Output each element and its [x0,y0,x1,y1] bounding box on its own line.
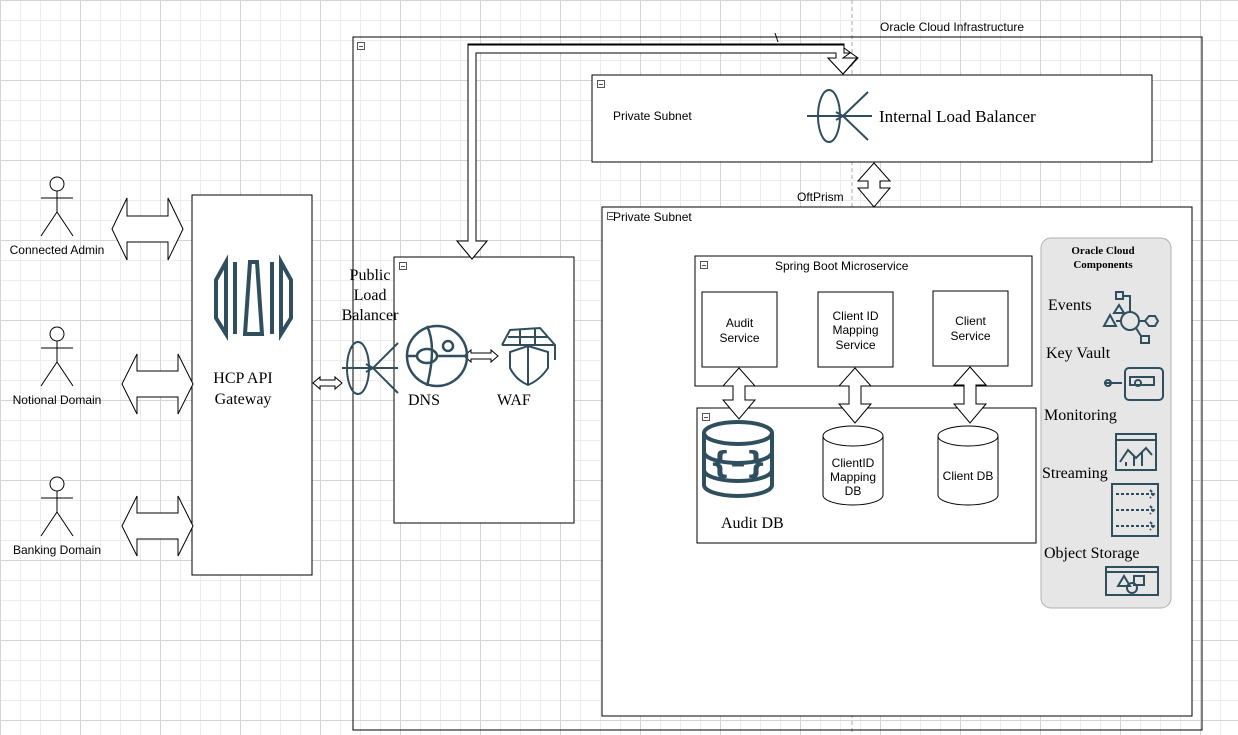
gateway-logo-icon [214,254,293,341]
actor-label: Notional Domain [12,393,102,407]
client-id-mapping-service-line1: Client ID [832,309,879,323]
oracle-component-object-storage: Object Storage [1044,545,1140,562]
actor-notional-domain-icon [40,326,74,387]
key-vault-icon [1104,367,1164,401]
private-subnet-main-label: Private Subnet [613,210,692,224]
actor-banking-domain-icon [40,476,74,537]
collapse-icon[interactable] [357,42,365,50]
oracle-component-key-vault: Key Vault [1046,345,1111,362]
gateway-label-line2: Gateway [214,391,272,408]
client-db-label: Client DB [942,469,994,483]
waf-label: WAF [497,392,531,409]
actor-figures [40,176,74,537]
actor-label: Banking Domain [12,543,102,557]
audit-db-icon: {–} [702,420,774,498]
route-arrow-path [455,44,859,260]
oracle-component-monitoring: Monitoring [1044,407,1117,424]
actor-label: Connected Admin [9,243,105,257]
collapse-icon[interactable] [700,261,708,269]
private-subnet-top-label: Private Subnet [613,109,692,123]
arrow-notional-gateway [121,353,194,415]
collapse-icon[interactable] [702,413,710,421]
arrow-dns-waf [463,348,499,364]
actor-arrows [111,197,194,557]
gateway-label-line1: HCP API [213,370,273,387]
collapse-icon[interactable] [607,212,615,220]
client-db-cylinder [937,425,999,506]
arrow-gateway-lb [312,375,343,391]
dns-icon [405,324,469,388]
public-lb-label-line1: Public [349,267,391,284]
oracle-components-title-line2: Components [1073,259,1133,271]
oracle-component-events: Events [1048,297,1092,314]
arrow-banking-gateway [121,495,194,557]
audit-service-box[interactable] [701,291,778,368]
service-db-arrows [721,366,988,424]
dns-label: DNS [408,392,441,409]
gateway-box[interactable] [191,194,313,576]
microservice-title: Spring Boot Microservice [775,259,909,273]
arrow-oftprism [856,162,892,208]
oci-container[interactable] [352,36,1203,731]
waf-icon [501,326,556,387]
private-subnet-top[interactable] [591,74,1153,163]
db-cylinders [822,425,999,506]
events-icon [1102,291,1160,344]
public-lb-icon [342,341,399,395]
collapse-icon[interactable] [399,262,407,270]
client-service-line2: Service [950,329,991,343]
streaming-icon [1111,483,1159,537]
audit-db-label: Audit DB [721,515,784,532]
client-id-mapping-db-cylinder [822,425,884,506]
actor-connected-admin-icon [40,176,74,237]
monitoring-icon [1115,433,1157,471]
collapse-icon[interactable] [597,80,605,88]
internal-lb-icon [807,89,872,143]
arrow-admin-gateway [111,197,184,261]
client-id-mapping-service-box[interactable] [817,291,894,368]
object-storage-icon [1105,566,1159,596]
oftprism-label: OftPrism [797,190,844,204]
oracle-components-title-line1: Oracle Cloud [1071,245,1135,257]
public-lb-label-line3: Balancer [341,307,399,324]
client-id-mapping-db-line1: ClientID [831,456,875,470]
client-service-box[interactable] [932,290,1009,367]
client-service-line1: Client [955,314,986,328]
svg-text:{–}: {–} [709,446,767,481]
oci-title: Oracle Cloud Infrastructure [880,20,1025,34]
client-id-mapping-db-line3: DB [844,484,862,498]
client-id-mapping-db-line2: Mapping [829,470,877,484]
internal-lb-label: Internal Load Balancer [879,107,1036,126]
audit-service-line1: Audit [725,316,754,330]
client-id-mapping-service-line2: Mapping [832,323,879,337]
public-lb-label-line2: Load [353,287,387,304]
audit-service-line2: Service [719,331,760,345]
oracle-component-streaming: Streaming [1042,465,1108,482]
edge-container[interactable] [393,256,575,524]
client-id-mapping-service-line3: Service [835,338,876,352]
